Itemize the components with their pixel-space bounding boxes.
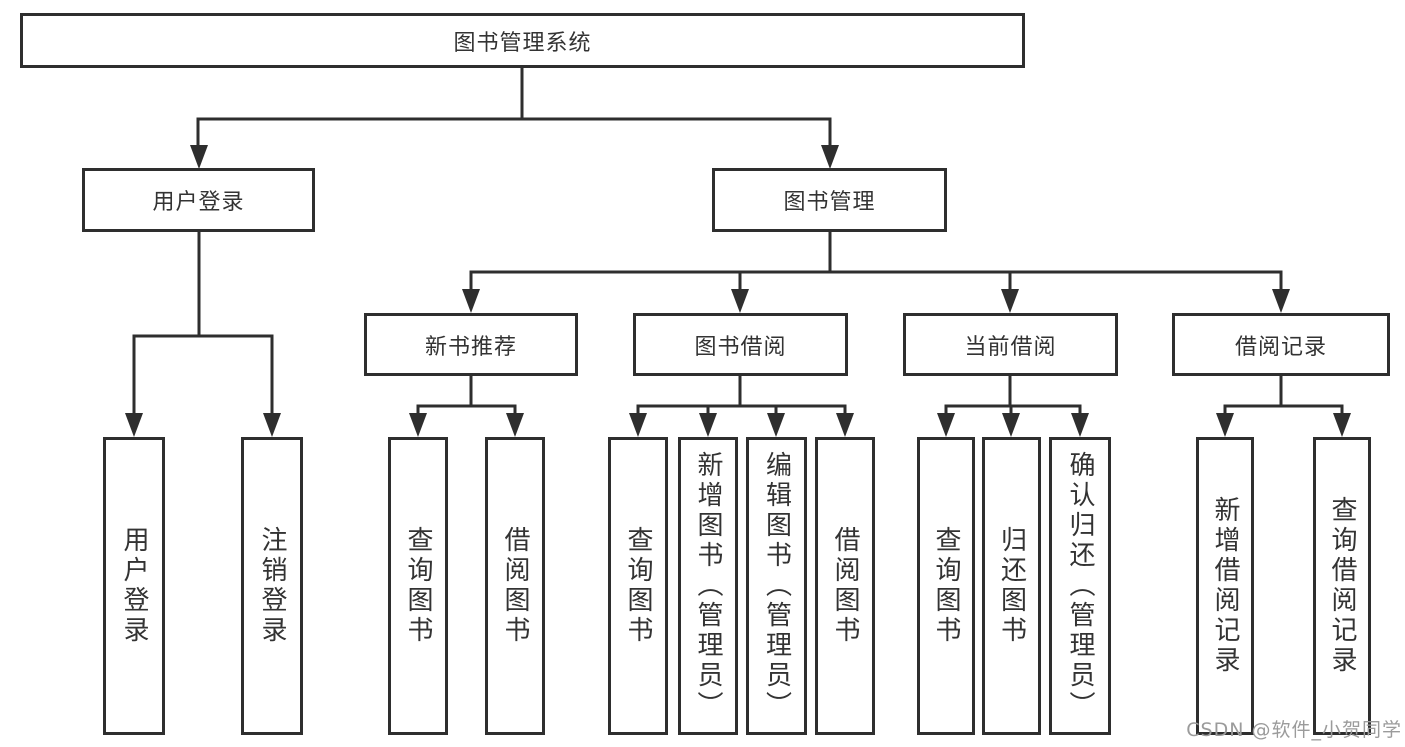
leaf-edit-books-admin-label: 编辑图书（管理员） (761, 451, 792, 721)
node-user-login: 用户登录 (82, 168, 315, 232)
node-book-management-label: 图书管理 (783, 190, 876, 215)
leaf-current-query-books-label: 查询图书 (931, 526, 961, 646)
leaf-recommend-borrow-books-label: 借阅图书 (500, 526, 530, 646)
leaf-edit-books-admin: 编辑图书（管理员） (746, 437, 807, 735)
leaf-confirm-return-admin-label: 确认归还（管理员） (1065, 451, 1095, 721)
leaf-add-books-admin-label: 新增图书（管理员） (693, 451, 723, 721)
arrowheads (125, 145, 1351, 437)
node-current-borrow: 当前借阅 (903, 313, 1118, 376)
leaf-logout-label: 注销登录 (257, 526, 287, 646)
leaf-add-borrow-record-label: 新增借阅记录 (1210, 496, 1240, 676)
csdn-watermark: CSDN @软件_小贺同学 (1186, 719, 1402, 741)
leaf-recommend-borrow-books: 借阅图书 (485, 437, 545, 735)
leaf-query-borrow-record-label: 查询借阅记录 (1327, 496, 1357, 676)
leaf-current-query-books: 查询图书 (917, 437, 975, 735)
node-new-book-recommend: 新书推荐 (364, 313, 578, 376)
leaf-user-login: 用户登录 (103, 437, 165, 735)
node-book-management: 图书管理 (712, 168, 947, 232)
leaf-confirm-return-admin: 确认归还（管理员） (1049, 437, 1111, 735)
leaf-recommend-query-books: 查询图书 (388, 437, 448, 735)
leaf-borrow-books-label: 借阅图书 (830, 526, 860, 646)
node-new-book-recommend-label: 新书推荐 (424, 334, 517, 360)
node-root-label: 图书管理系统 (453, 30, 592, 56)
leaf-borrow-books: 借阅图书 (815, 437, 875, 735)
leaf-return-books: 归还图书 (982, 437, 1041, 735)
leaf-recommend-query-books-label: 查询图书 (403, 526, 433, 646)
leaf-query-borrow-record: 查询借阅记录 (1313, 437, 1371, 735)
node-root: 图书管理系统 (20, 13, 1025, 68)
leaf-borrow-query-books: 查询图书 (608, 437, 668, 735)
leaf-add-books-admin: 新增图书（管理员） (678, 437, 738, 735)
node-book-borrow-label: 图书借阅 (694, 334, 787, 360)
node-borrow-records: 借阅记录 (1172, 313, 1390, 376)
leaf-return-books-label: 归还图书 (996, 526, 1027, 646)
node-user-login-label: 用户登录 (152, 190, 245, 215)
node-current-borrow-label: 当前借阅 (964, 334, 1057, 360)
leaf-borrow-query-books-label: 查询图书 (623, 526, 653, 646)
leaf-add-borrow-record: 新增借阅记录 (1196, 437, 1254, 735)
node-borrow-records-label: 借阅记录 (1234, 334, 1327, 360)
node-book-borrow: 图书借阅 (633, 313, 848, 376)
leaf-logout: 注销登录 (241, 437, 303, 735)
leaf-user-login-label: 用户登录 (119, 526, 149, 646)
